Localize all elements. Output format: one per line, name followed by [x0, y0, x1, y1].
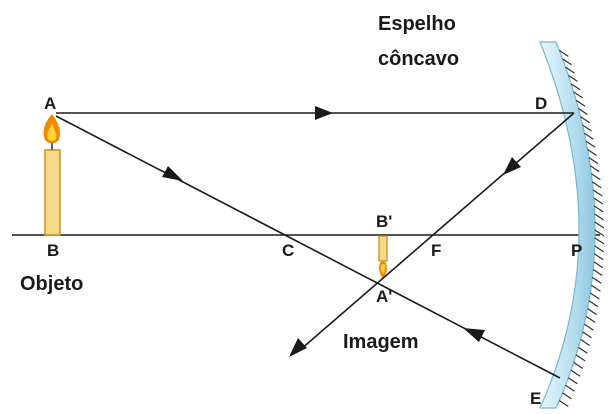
mirror-hatch-mark	[591, 284, 601, 292]
mirror-hatch-mark	[585, 140, 596, 148]
ray-arrowheads	[162, 106, 521, 357]
mirror-hatching	[558, 49, 605, 407]
arrowhead-center-return	[463, 328, 485, 342]
caption-image: Imagem	[343, 331, 419, 353]
mirror-hatch-mark	[589, 165, 600, 173]
mirror-hatch-mark	[575, 99, 586, 107]
image-candle-body	[378, 235, 388, 262]
arrowhead-center-incident	[162, 166, 183, 181]
mirror-hatch-mark	[591, 173, 601, 181]
mirror-hatch-mark	[588, 300, 599, 308]
mirror-hatch-mark	[573, 91, 584, 99]
ray-parallel-reflected	[299, 112, 575, 351]
mirror-hatch-mark	[570, 83, 581, 91]
label-point-a-prime: A'	[376, 287, 392, 306]
mirror-hatch-mark	[594, 229, 605, 237]
ray-through-center	[55, 115, 561, 379]
mirror-hatch-mark	[582, 124, 592, 132]
caption-mirror-line2: côncavo	[378, 48, 459, 70]
mirror-hatch-mark	[594, 221, 605, 229]
mirror-hatch-mark	[587, 308, 597, 316]
arrowhead-reflected-2	[289, 338, 307, 357]
mirror-hatch-mark	[565, 66, 575, 74]
label-point-d: D	[535, 94, 547, 113]
mirror-hatch-mark	[589, 292, 600, 300]
mirror-hatch-mark	[594, 245, 605, 253]
arrowhead-reflected-1	[503, 157, 521, 175]
concave-mirror	[539, 41, 605, 409]
mirror-hatch-mark	[592, 189, 603, 197]
mirror-hatch-mark	[591, 276, 602, 284]
mirror-hatch-mark	[591, 181, 602, 189]
label-point-b: B	[47, 241, 59, 260]
mirror-hatch-mark	[587, 149, 597, 156]
mirror-hatch-mark	[584, 323, 594, 331]
caption-object: Objeto	[20, 273, 83, 295]
mirror-hatch-mark	[570, 369, 581, 377]
mirror-hatch-mark	[584, 132, 594, 140]
candle-body	[44, 149, 61, 236]
image-candle-flame-core	[380, 264, 386, 274]
label-point-p: P	[571, 241, 582, 260]
mirror-hatch-mark	[562, 392, 572, 400]
caption-mirror-line1: Espelho	[378, 13, 456, 35]
label-point-f: F	[431, 241, 441, 260]
object-candle	[43, 114, 61, 236]
mirror-hatch-mark	[585, 315, 596, 323]
mirror-hatch-mark	[592, 269, 603, 276]
mirror-hatch-mark	[580, 116, 590, 124]
mirror-hatch-mark	[573, 362, 584, 369]
label-point-c: C	[282, 241, 294, 260]
mirror-hatch-mark	[575, 354, 586, 362]
mirror-hatch-mark	[568, 74, 578, 82]
mirror-hatch-mark	[593, 205, 604, 213]
candle-flame-core	[47, 124, 57, 141]
mirror-hatch-mark	[578, 346, 588, 354]
arrowhead-incident-right	[315, 106, 333, 120]
mirror-hatch-mark	[558, 400, 569, 407]
mirror-hatch-mark	[578, 108, 588, 115]
mirror-hatch-mark	[593, 261, 604, 269]
mirror-hatch-mark	[594, 237, 605, 245]
light-rays	[55, 112, 575, 379]
label-point-a: A	[44, 94, 56, 113]
mirror-hatch-mark	[594, 213, 605, 221]
mirror-hatch-mark	[580, 339, 590, 346]
mirror-hatch-mark	[565, 384, 575, 392]
mirror-hatch-mark	[562, 58, 572, 66]
mirror-hatch-mark	[588, 157, 599, 165]
mirror-hatch-mark	[582, 331, 592, 339]
label-point-b-prime: B'	[376, 212, 392, 231]
mirror-hatch-mark	[593, 253, 604, 261]
mirror-hatch-mark	[568, 377, 578, 385]
image-candle	[378, 235, 388, 279]
mirror-hatch-mark	[593, 197, 604, 205]
label-point-e: E	[530, 389, 541, 408]
mirror-hatch-mark	[558, 49, 569, 57]
